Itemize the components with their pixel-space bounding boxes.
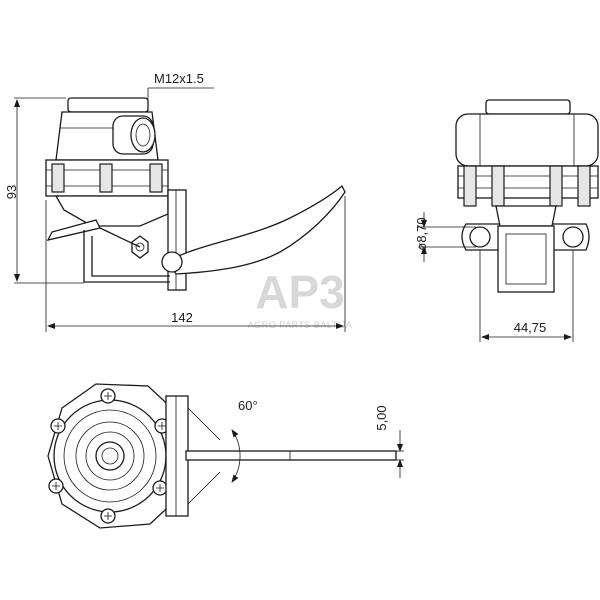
top-view: 60° 5,00 <box>47 383 404 529</box>
front-housing <box>497 225 555 293</box>
front-stem <box>495 205 557 227</box>
mounting-hole <box>469 226 491 248</box>
flange-bolt <box>51 163 65 193</box>
watermark: AP3 AGRO PARTS BALTIJA <box>248 266 353 330</box>
outlet-fitting <box>112 115 156 155</box>
length-label: 142 <box>171 310 193 325</box>
cover-screw <box>100 388 116 404</box>
mounting-hole <box>562 226 584 248</box>
side-view: M12x1.5 93 142 <box>4 71 346 332</box>
center-boss <box>95 441 125 471</box>
lever-thickness-label: 5,00 <box>374 405 389 430</box>
front-bolt <box>549 165 563 207</box>
front-upper-body <box>455 113 599 167</box>
priming-lever <box>46 219 101 241</box>
cover-screw <box>152 480 168 496</box>
front-bolt <box>463 165 477 207</box>
cover-screw <box>48 478 64 494</box>
front-view: ø8,70 44,75 <box>414 99 599 342</box>
front-cap <box>485 99 571 115</box>
thread-label: M12x1.5 <box>154 71 204 86</box>
angle-label: 60° <box>238 398 258 413</box>
flange-width-label: 44,75 <box>514 320 547 335</box>
front-bolt <box>577 165 591 207</box>
actuating-arm <box>167 184 346 275</box>
height-label: 93 <box>4 185 19 199</box>
hole-diameter-label: ø8,70 <box>414 217 429 250</box>
pump-cap <box>67 97 149 113</box>
flange-bolt <box>99 163 113 193</box>
cover-screw <box>50 418 66 434</box>
front-bolt <box>491 165 505 207</box>
pump-lower-body <box>54 195 169 227</box>
top-lever-arm <box>185 450 397 461</box>
cover-screw <box>100 508 116 524</box>
flange-bolt <box>149 163 163 193</box>
front-flange <box>457 165 599 199</box>
watermark-tagline: AGRO PARTS BALTIJA <box>248 320 353 330</box>
top-bracket <box>165 395 189 517</box>
watermark-logo: AP3 <box>255 266 344 318</box>
mounting-bracket <box>167 189 187 291</box>
arm-pivot <box>161 251 183 273</box>
